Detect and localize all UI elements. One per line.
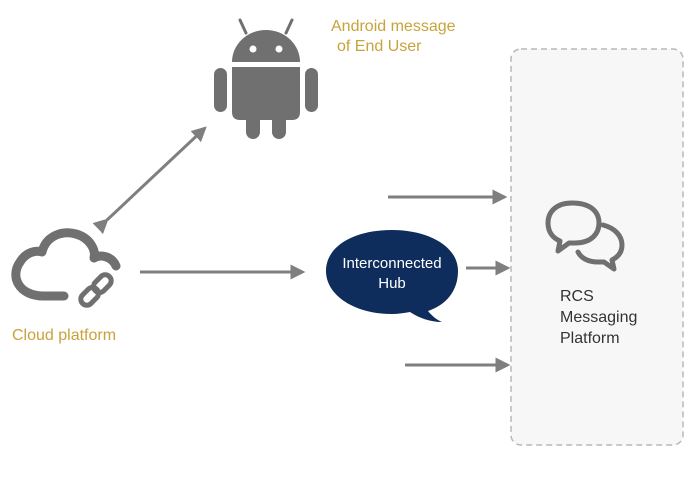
android-label: Android message of End User <box>331 17 491 57</box>
hub-bubble <box>326 230 458 322</box>
cloud-link-icon <box>11 228 121 308</box>
rcs-label-line-2: Messaging <box>560 309 638 326</box>
rcs-label-line-1: RCS <box>560 288 594 305</box>
hub-label-line-2: Hub <box>378 275 406 292</box>
connector-arrows <box>92 126 511 373</box>
cloud-platform-label: Cloud platform <box>12 327 117 344</box>
chat-bubbles-icon <box>545 200 625 272</box>
android-label-line-2: of End User <box>337 38 422 55</box>
rcs-label-line-3: Platform <box>560 330 620 347</box>
arrow-cloud-android <box>92 126 207 235</box>
rcs-platform-label: RCS Messaging Platform <box>560 286 670 349</box>
android-robot-icon <box>214 18 318 139</box>
hub-label: Interconnected Hub <box>326 254 458 294</box>
android-label-line-1: Android message <box>331 18 456 35</box>
rcs-platform-box <box>510 48 684 446</box>
hub-label-line-1: Interconnected <box>342 255 442 272</box>
